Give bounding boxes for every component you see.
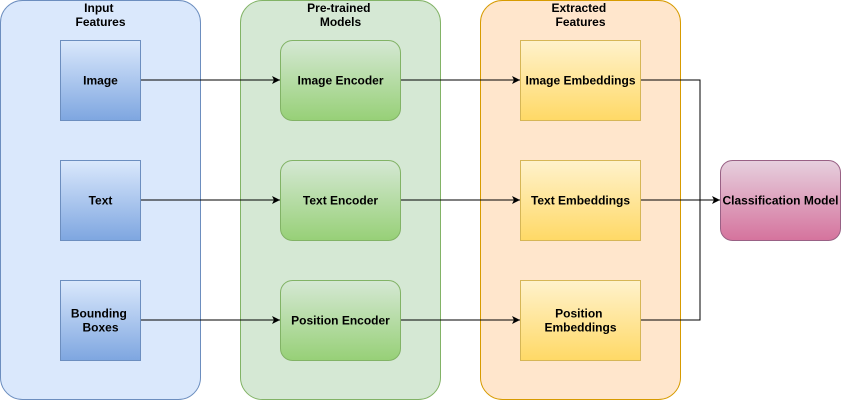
node-image-embeddings[interactable]: Image Embeddings xyxy=(520,40,641,121)
node-position-encoder[interactable]: Position Encoder xyxy=(280,280,401,361)
node-text-label: Text xyxy=(89,194,113,208)
node-image-encoder[interactable]: Image Encoder xyxy=(280,40,401,121)
node-image-encoder-label: Image Encoder xyxy=(297,74,383,88)
edge-position-embeddings-to-classification xyxy=(640,200,701,321)
node-bounding-boxes-label: Bounding Boxes xyxy=(71,307,130,335)
node-text-encoder[interactable]: Text Encoder xyxy=(280,160,401,241)
node-classification-model[interactable]: Classification Model xyxy=(720,160,841,241)
edge-image-embeddings-to-classification xyxy=(640,79,701,200)
node-text-encoder-label: Text Encoder xyxy=(303,194,378,208)
node-text[interactable]: Text xyxy=(60,160,141,241)
group-pretrained-models-title: Pre-trained Models xyxy=(307,1,374,29)
node-position-embeddings-label: Position Embeddings xyxy=(544,307,616,335)
node-text-embeddings[interactable]: Text Embeddings xyxy=(520,160,641,241)
node-image-embeddings-label: Image Embeddings xyxy=(525,74,635,88)
node-bounding-boxes[interactable]: Bounding Boxes xyxy=(60,280,141,361)
node-text-embeddings-label: Text Embeddings xyxy=(531,194,630,208)
node-image[interactable]: Image xyxy=(60,40,141,121)
node-position-encoder-label: Position Encoder xyxy=(291,314,390,328)
node-image-label: Image xyxy=(83,74,118,88)
node-classification-model-label: Classification Model xyxy=(722,194,838,208)
group-extracted-features-title: Extracted Features xyxy=(551,1,609,29)
group-input-features-title: Input Features xyxy=(75,1,125,29)
node-position-embeddings[interactable]: Position Embeddings xyxy=(520,280,641,361)
edges xyxy=(140,76,720,324)
